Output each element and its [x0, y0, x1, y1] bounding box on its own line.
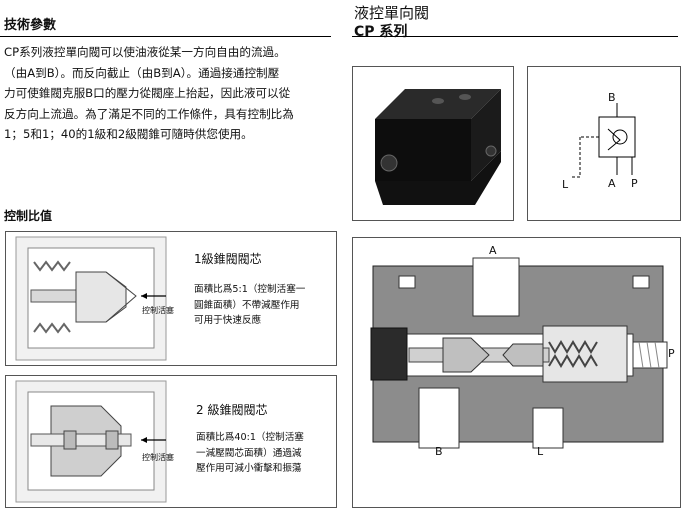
- header-divider-left: [0, 36, 331, 37]
- section-port-l: L: [537, 445, 544, 458]
- valve-block-photo: [375, 89, 501, 205]
- poppet-stage1-diagram: [15, 236, 167, 361]
- header-divider-right: [352, 36, 678, 37]
- product-title: 液控單向閥: [354, 4, 430, 22]
- product-photo-panel: [352, 66, 514, 221]
- control-piston-label-2: 控制活塞: [142, 453, 174, 462]
- check-valve-symbol: [572, 103, 636, 178]
- hydraulic-symbol-panel: B L A P: [527, 66, 681, 221]
- symbol-port-p: P: [631, 177, 638, 190]
- symbol-port-l: L: [562, 178, 569, 191]
- section-title-tech-params: 技術參數: [4, 18, 57, 33]
- poppet-stage1-title: 1級錐閥閥芯: [194, 252, 262, 266]
- poppet-stage2-title: 2 級錐閥閥芯: [196, 403, 268, 417]
- section-title-control-ratio: 控制比值: [4, 209, 53, 223]
- symbol-port-b: B: [608, 91, 616, 104]
- intro-paragraph: CP系列液控單向閥可以使油液從某一方向自由的流過。 （由A到B）。而反向截止（由…: [4, 45, 294, 141]
- poppet-stage1-description: 面積比爲5:1（控制活塞一 圓錐面積）不帶減壓作用 可用于快速反應: [194, 284, 306, 326]
- product-series: CP 系列: [354, 24, 408, 40]
- poppet-stage2-description: 面積比爲40:1（控制活塞 一減壓閥芯面積）通過減 壓作用可減小衝擊和振蕩: [196, 432, 304, 474]
- section-port-a: A: [489, 244, 497, 257]
- cross-section-panel: A P B L: [352, 237, 681, 508]
- valve-cross-section: [370, 257, 668, 449]
- section-port-p: P: [668, 347, 675, 360]
- section-port-b: B: [435, 445, 443, 458]
- poppet-stage2-diagram: [15, 380, 167, 503]
- control-piston-label-1: 控制活塞: [142, 306, 174, 315]
- poppet-stage2-panel: 控制活塞 2 級錐閥閥芯 面積比爲40:1（控制活塞 一減壓閥芯面積）通過減 壓…: [5, 375, 337, 508]
- symbol-port-a: A: [608, 177, 616, 190]
- poppet-stage1-panel: 控制活塞 1級錐閥閥芯 面積比爲5:1（控制活塞一 圓錐面積）不帶減壓作用 可用…: [5, 231, 337, 366]
